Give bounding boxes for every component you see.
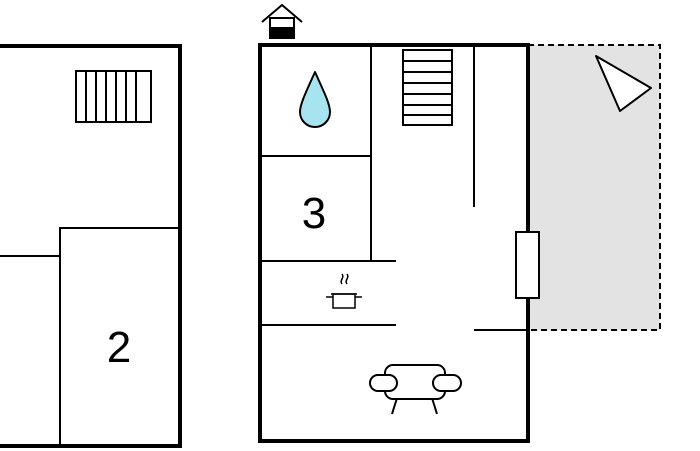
terrace-door xyxy=(515,231,540,299)
terrace-direction-icon xyxy=(595,55,652,112)
room-2-walls xyxy=(59,227,178,446)
room-number-3: 3 xyxy=(302,189,326,238)
floor-plan-left: 2 xyxy=(0,44,182,448)
armchair-icon xyxy=(369,364,462,415)
entrance-house-icon xyxy=(261,4,303,39)
terrace-dashed-outline xyxy=(528,44,661,331)
stairs-icon xyxy=(402,49,453,126)
stairs-icon xyxy=(75,70,152,123)
room-number-2: 2 xyxy=(107,323,131,372)
water-drop-icon xyxy=(299,71,331,128)
left-floor-outer-wall xyxy=(0,44,182,448)
cooking-pot-icon xyxy=(326,273,362,309)
floor-plan-right: 3 xyxy=(258,4,661,443)
